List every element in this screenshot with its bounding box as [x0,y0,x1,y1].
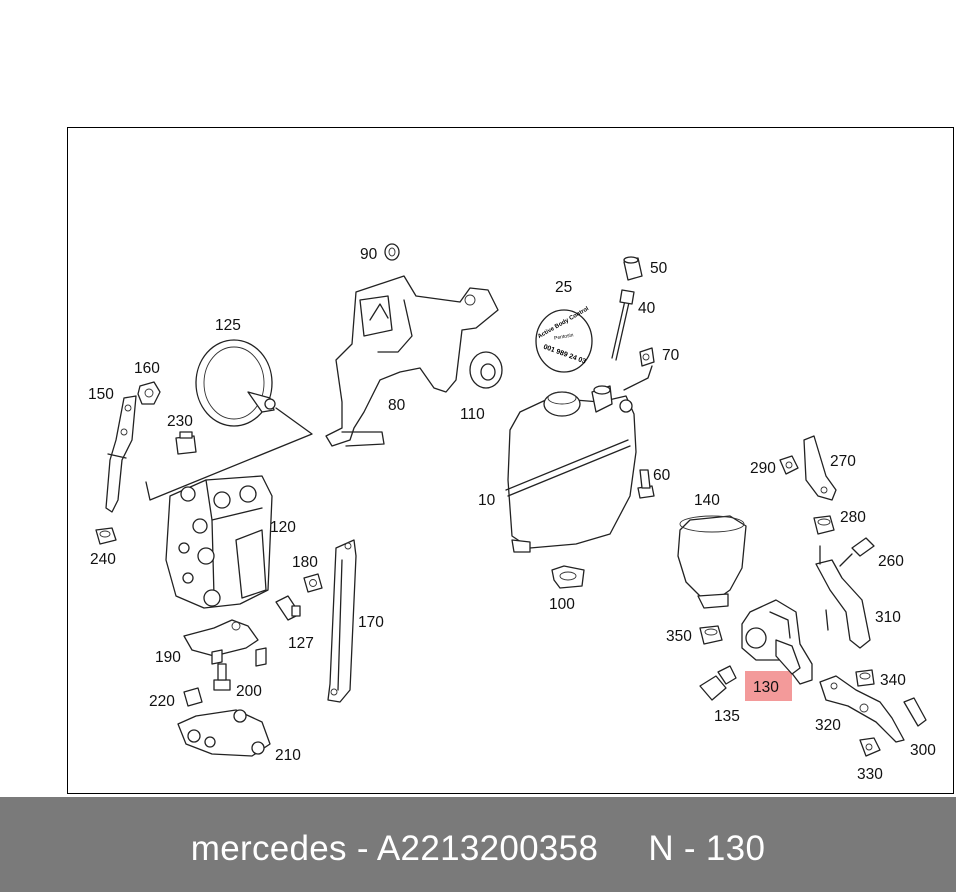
part-240-nut[interactable] [95,527,117,545]
part-80-bracket-plate[interactable] [325,275,499,447]
part-125-accumulator[interactable] [195,339,276,427]
part-50-cap[interactable] [623,256,643,281]
label-150[interactable]: 150 [88,386,114,403]
label-70[interactable]: 70 [662,347,680,364]
footer-caption: mercedes - A2213200358 N - 130 [190,829,766,868]
label-110[interactable]: 110 [460,406,485,423]
label-40[interactable]: 40 [638,300,656,317]
label-260[interactable]: 260 [878,553,904,570]
label-310[interactable]: 310 [875,609,901,626]
label-240[interactable]: 240 [90,551,116,568]
label-140[interactable]: 140 [694,492,720,509]
label-270[interactable]: 270 [830,453,856,470]
connector-line-125 [145,407,313,501]
part-180-nut[interactable] [303,573,323,593]
part-220-plug[interactable] [183,687,203,707]
part-270-bracket[interactable] [803,435,837,501]
part-40-dipstick[interactable] [611,289,635,361]
highlight-130 [745,671,792,701]
footer-bar [0,797,956,892]
label-100[interactable]: 100 [549,596,575,613]
label-120[interactable]: 120 [270,519,296,536]
part-170-strap[interactable] [327,539,357,703]
part-280-nut[interactable] [813,515,835,535]
part-90-washer[interactable] [384,243,400,261]
part-260-bolt[interactable] [839,537,875,567]
part-127-sensor[interactable] [275,595,301,621]
label-330[interactable]: 330 [857,766,883,783]
part-190-bracket[interactable] [183,619,267,667]
part-340-nut[interactable] [855,669,875,687]
label-280[interactable]: 280 [840,509,866,526]
part-210-mount[interactable] [177,709,271,757]
part-200-bolt[interactable] [213,663,231,691]
part-350-nut[interactable] [699,625,723,645]
label-160[interactable]: 160 [134,360,160,377]
label-200[interactable]: 200 [236,683,262,700]
label-90[interactable]: 90 [360,246,378,263]
part-320-bracket[interactable] [819,675,905,743]
part-120-valve-block[interactable] [165,475,273,609]
label-135[interactable]: 135 [714,708,740,725]
part-330-nut[interactable] [859,737,881,757]
part-100-grommet[interactable] [551,565,585,589]
part-60-bolt[interactable] [637,469,655,499]
part-135-sensor[interactable] [699,665,737,701]
label-340[interactable]: 340 [880,672,906,689]
label-190[interactable]: 190 [155,649,181,666]
label-50[interactable]: 50 [650,260,668,277]
label-230[interactable]: 230 [167,413,193,430]
label-130[interactable]: 130 [753,679,779,696]
cap-text-line2: Pentosin [554,332,574,341]
part-310-bracket[interactable] [815,545,871,649]
part-150-bracket[interactable] [105,395,137,513]
label-350[interactable]: 350 [666,628,692,645]
label-180[interactable]: 180 [292,554,318,571]
part-290-nut[interactable] [779,455,799,475]
part-70-clip[interactable] [623,347,655,391]
label-25[interactable]: 25 [555,279,572,296]
label-60[interactable]: 60 [653,467,671,484]
label-220[interactable]: 220 [149,693,175,710]
part-160-nut[interactable] [137,381,161,405]
label-127[interactable]: 127 [288,635,314,652]
part-140-accumulator[interactable] [677,515,747,609]
label-10[interactable]: 10 [478,492,496,509]
part-10-reservoir[interactable] [505,385,637,553]
label-170[interactable]: 170 [358,614,384,631]
label-80[interactable]: 80 [388,397,406,414]
label-290[interactable]: 290 [750,460,776,477]
part-230-plug[interactable] [175,431,197,455]
part-300-clip[interactable] [903,697,927,727]
part-130-level-sensor[interactable] [741,599,813,685]
label-210[interactable]: 210 [275,747,301,764]
part-110-grommet[interactable] [469,351,503,389]
part-25-reservoir-cap[interactable]: Active Body Control Pentosin 001 989 24 … [535,306,593,373]
label-320[interactable]: 320 [815,717,841,734]
label-300[interactable]: 300 [910,742,936,759]
label-125[interactable]: 125 [215,317,241,334]
